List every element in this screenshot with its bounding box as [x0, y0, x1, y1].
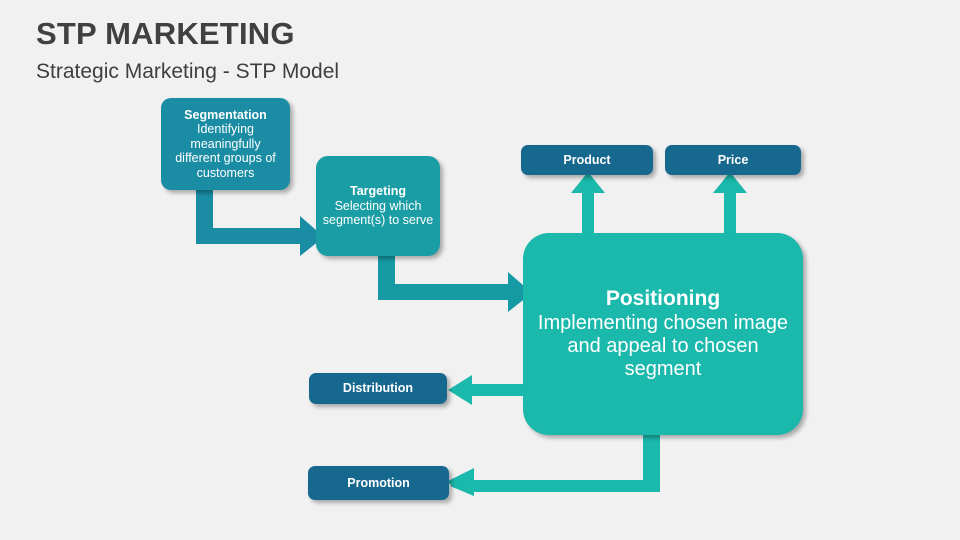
connector-segmentation-to-targeting — [196, 186, 326, 256]
node-price-title: Price — [717, 152, 749, 167]
page-subtitle: Strategic Marketing - STP Model — [36, 60, 340, 83]
node-promotion[interactable]: Promotion — [308, 466, 449, 500]
node-segmentation-title: Segmentation — [184, 107, 267, 122]
node-price[interactable]: Price — [665, 145, 801, 175]
node-positioning[interactable]: Positioning Implementing chosen image an… — [523, 233, 803, 435]
node-product[interactable]: Product — [521, 145, 653, 175]
node-promotion-title: Promotion — [347, 475, 410, 490]
connector-targeting-to-positioning — [378, 250, 534, 312]
page-title: STP MARKETING — [36, 16, 295, 51]
connector-positioning-to-product — [566, 172, 612, 242]
node-positioning-title: Positioning — [605, 286, 721, 310]
node-distribution-title: Distribution — [342, 381, 414, 396]
connector-positioning-to-price — [708, 172, 754, 242]
node-segmentation[interactable]: Segmentation Identifying meaningfully di… — [161, 98, 290, 190]
connector-positioning-to-distribution — [448, 375, 530, 405]
node-segmentation-description: Identifying meaningfully different group… — [175, 122, 276, 180]
node-targeting-description: Selecting which segment(s) to serve — [322, 198, 434, 228]
node-targeting[interactable]: Targeting Selecting which segment(s) to … — [316, 156, 440, 256]
node-targeting-title: Targeting — [349, 184, 407, 199]
connector-positioning-to-promotion — [440, 434, 660, 496]
node-product-title: Product — [563, 152, 611, 167]
node-positioning-description: Implementing chosen image and appeal to … — [537, 311, 789, 381]
node-distribution[interactable]: Distribution — [309, 373, 447, 404]
